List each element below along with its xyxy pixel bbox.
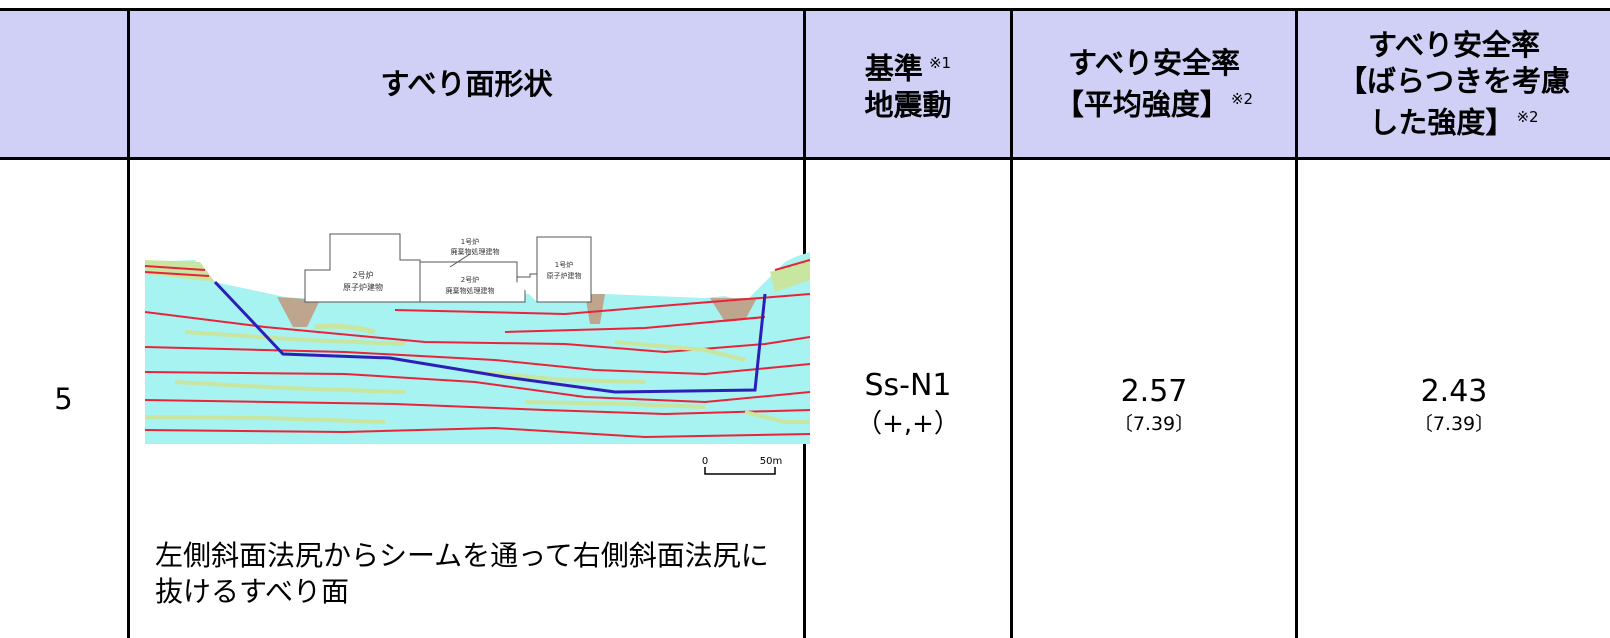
- building-label: 廃棄物処理建物: [446, 286, 495, 295]
- header-ground-motion-line2: 地震動: [864, 87, 952, 122]
- building-label: 廃棄物処理建物: [451, 247, 500, 256]
- column-divider: [127, 8, 130, 638]
- scale-bar: [704, 467, 776, 475]
- header-slip-shape: すべり面形状: [130, 11, 803, 157]
- building-label: 原子炉建物: [547, 271, 582, 280]
- ground-motion-cell: Ss-N1 （+,+）: [806, 360, 1010, 450]
- mean-safety-factor-value: 2.57: [1120, 374, 1188, 409]
- footnote-mark: ※1: [928, 54, 952, 73]
- scale-max-label: 50m: [760, 456, 782, 467]
- header-mean-line1: すべり安全率: [1068, 46, 1240, 81]
- building-label: 2号炉: [352, 270, 373, 280]
- header-ground-motion: 基準 ※1 地震動: [806, 11, 1010, 157]
- header-variance-line3: した強度】: [1369, 105, 1515, 140]
- mean-safety-factor-sub: 〔7.39〕: [1113, 413, 1195, 435]
- variance-safety-factor-cell: 2.43 〔7.39〕: [1298, 370, 1610, 440]
- ground-motion-sign: （+,+）: [856, 409, 960, 439]
- footnote-mark: ※2: [1516, 108, 1539, 127]
- building-label: 2号炉: [461, 275, 479, 284]
- variance-safety-factor-sub: 〔7.39〕: [1413, 413, 1495, 435]
- column-divider: [1010, 8, 1013, 638]
- row-number-value: 5: [54, 382, 73, 416]
- building-label: 1号炉: [555, 260, 573, 269]
- description-line2: 抜けるすべり面: [155, 575, 350, 608]
- scale-zero-label: 0: [702, 456, 708, 467]
- header-variance-line2: 【ばらつきを考慮: [1337, 64, 1570, 99]
- mean-safety-factor-cell: 2.57 〔7.39〕: [1013, 370, 1295, 440]
- slip-surface-description: 左側斜面法尻からシームを通って右側斜面法尻に 抜けるすべり面: [155, 538, 769, 610]
- slip-surface-cross-section-figure: 2号炉 原子炉建物 2号炉 廃棄物処理建物 1号炉 廃棄物処理建物 1号炉 原子…: [145, 233, 810, 475]
- header-safety-factor-mean: すべり安全率 【平均強度】※2: [1013, 11, 1295, 157]
- building-label: 原子炉建物: [343, 282, 383, 292]
- description-line1: 左側斜面法尻からシームを通って右側斜面法尻に: [155, 539, 769, 572]
- header-slip-shape-label: すべり面形状: [380, 67, 553, 101]
- building-label: 1号炉: [461, 237, 479, 246]
- footnote-mark: ※2: [1230, 90, 1254, 109]
- variance-safety-factor-value: 2.43: [1420, 374, 1488, 409]
- header-ground-motion-line1: 基準: [864, 51, 923, 86]
- ground-motion-value: Ss-N1: [864, 368, 952, 403]
- header-variance-line1: すべり安全率: [1368, 28, 1540, 63]
- header-safety-factor-variance: すべり安全率 【ばらつきを考慮 した強度】※2: [1298, 11, 1610, 157]
- header-mean-line2: 【平均強度】: [1054, 87, 1229, 122]
- column-divider: [1295, 8, 1298, 638]
- row-number: 5: [0, 160, 127, 638]
